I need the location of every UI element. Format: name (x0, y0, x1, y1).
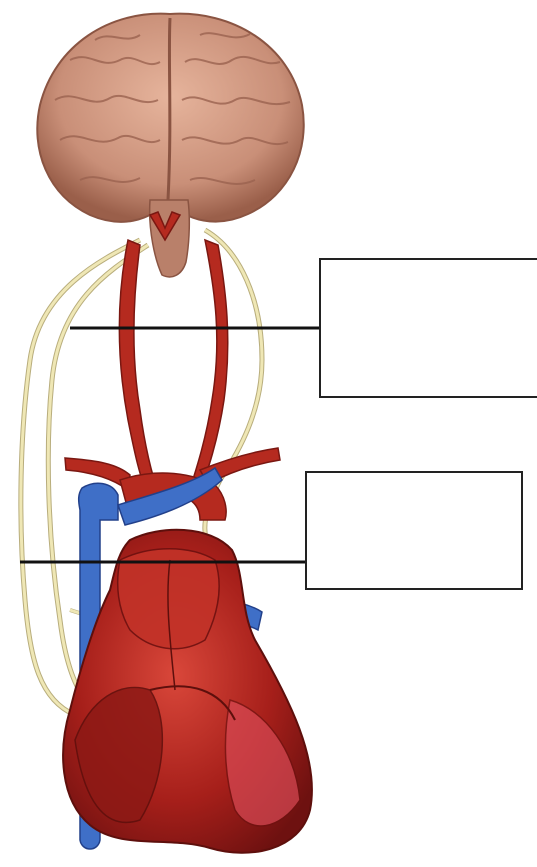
brain (37, 14, 303, 277)
label-box-1[interactable] (319, 258, 537, 398)
label-box-2[interactable] (305, 471, 523, 590)
leader-lines (20, 328, 320, 562)
